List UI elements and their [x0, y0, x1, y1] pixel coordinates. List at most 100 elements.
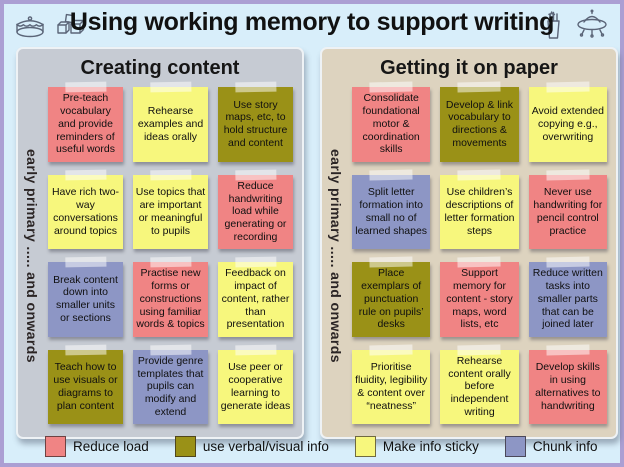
- sticky-note-text: Rehearse examples and ideas orally: [137, 105, 204, 143]
- color-legend: Reduce load use verbal/visual info Make …: [45, 435, 597, 457]
- sticky-note-text: Use children’s descriptions of letter fo…: [444, 186, 515, 237]
- sticky-note: Provide genre templates that pupils can …: [133, 344, 208, 424]
- sticky-note-text: Develop skills in using alternatives to …: [535, 361, 601, 412]
- sticky-note: Split letter formation into small no of …: [352, 169, 431, 249]
- legend-item-reduce-load: Reduce load: [45, 435, 149, 457]
- sticky-note-text: Split letter formation into small no of …: [355, 186, 428, 237]
- panel-title: Creating content: [80, 57, 240, 79]
- sticky-note-text: Reduce handwriting load while generating…: [224, 179, 287, 243]
- sticky-note-text: Have rich two-way conversations around t…: [51, 186, 120, 237]
- page-title: Using working memory to support writing: [69, 8, 555, 36]
- sticky-note-text: Practise new forms or constructions usin…: [136, 267, 205, 331]
- sticky-note: Have rich two-way conversations around t…: [48, 169, 123, 249]
- sticky-note: Pre-teach vocabulary and provide reminde…: [48, 81, 123, 162]
- cake-icon: [16, 16, 44, 38]
- side-label-early-primary: early primary ..... and onwards: [18, 81, 46, 431]
- sticky-note: Consolidate foundational motor & coordin…: [352, 81, 431, 162]
- sticky-note: Never use handwriting for pencil control…: [528, 169, 607, 249]
- tape-decoration: [546, 81, 590, 93]
- sticky-note-text: Consolidate foundational motor & coordin…: [362, 92, 420, 156]
- sticky-note: Use children’s descriptions of letter fo…: [440, 169, 519, 249]
- fries-cup-icon: [547, 11, 560, 39]
- sticky-note: Develop & link vocabulary to directions …: [440, 81, 519, 162]
- tape-decoration: [457, 344, 502, 355]
- legend-item-make-info-sticky: Make info sticky: [354, 435, 479, 457]
- tape-decoration: [369, 81, 413, 93]
- sticky-note: Support memory for content - story maps,…: [440, 256, 519, 337]
- side-label-early-primary: early primary ..... and onwards: [322, 81, 350, 431]
- tape-decoration: [149, 256, 192, 268]
- tape-decoration: [64, 344, 107, 355]
- tape-decoration: [457, 256, 502, 268]
- sticky-note: Teach how to use visuals or diagrams to …: [48, 344, 123, 424]
- tape-decoration: [64, 81, 107, 93]
- sticky-note: Rehearse examples and ideas orally: [133, 81, 208, 162]
- header-left-icons: [14, 11, 86, 39]
- panel-getting-it-on-paper: Getting it on paper early primary ..... …: [320, 47, 618, 439]
- sticky-note: Place exemplars of punctuation rule on p…: [352, 256, 431, 337]
- legend-swatch: [504, 435, 526, 457]
- tape-decoration: [64, 256, 107, 268]
- sticky-note: Use story maps, etc, to hold structure a…: [218, 81, 293, 162]
- side-label-text: early primary ..... and onwards: [328, 149, 344, 363]
- sticky-note-text: Prioritise fluidity, legibility & conten…: [355, 361, 428, 412]
- tape-decoration: [546, 169, 590, 180]
- tape-decoration: [149, 344, 192, 355]
- legend-item-verbal-visual: use verbal/visual info: [174, 435, 329, 457]
- sticky-note-text: Never use handwriting for pencil control…: [533, 186, 603, 237]
- sticky-note: Practise new forms or constructions usin…: [133, 256, 208, 337]
- sticky-note-text: Teach how to use visuals or diagrams to …: [53, 361, 118, 412]
- ufo-icon: [577, 9, 607, 38]
- sticky-note-text: Feedback on impact of content, rather th…: [221, 267, 290, 331]
- sugar-cubes-icon: [57, 13, 85, 34]
- sticky-note-text: Use peer or cooperative learning to gene…: [220, 361, 291, 412]
- tape-decoration: [149, 169, 192, 180]
- header-right-icons: [540, 9, 610, 41]
- legend-swatch: [354, 435, 376, 457]
- tape-decoration: [369, 169, 413, 180]
- legend-swatch: [45, 435, 66, 457]
- sticky-note-text: Pre-teach vocabulary and provide reminde…: [56, 92, 115, 156]
- sticky-note-text: Avoid extended copying e.g., overwriting: [531, 105, 604, 143]
- sticky-note-text: Use story maps, etc, to hold structure a…: [223, 98, 288, 150]
- legend-label: Chunk info: [532, 438, 598, 454]
- sticky-note: Prioritise fluidity, legibility & conten…: [352, 344, 431, 424]
- sticky-note: Use peer or cooperative learning to gene…: [218, 344, 293, 424]
- legend-label: Make info sticky: [382, 438, 479, 454]
- tape-decoration: [457, 169, 502, 180]
- sticky-note: Reduce written tasks into smaller parts …: [528, 256, 607, 337]
- sticky-note-text: Reduce written tasks into smaller parts …: [532, 267, 603, 331]
- sticky-note-text: Support memory for content - story maps,…: [446, 267, 513, 331]
- title-bar: [4, 4, 620, 46]
- legend-item-chunk-info: Chunk info: [504, 435, 598, 457]
- panel-title: Getting it on paper: [380, 57, 558, 79]
- tape-decoration: [234, 81, 277, 93]
- tape-decoration: [369, 344, 413, 355]
- sticky-note: Feedback on impact of content, rather th…: [218, 256, 293, 337]
- tape-decoration: [369, 256, 413, 268]
- sticky-note: Reduce handwriting load while generating…: [218, 169, 293, 249]
- legend-swatch: [174, 435, 196, 457]
- sticky-note-text: Place exemplars of punctuation rule on p…: [358, 267, 424, 331]
- tape-decoration: [234, 344, 277, 355]
- sticky-note: Use topics that are important or meaning…: [133, 169, 208, 249]
- tape-decoration: [234, 169, 277, 180]
- sticky-note: Rehearse content orally before independe…: [440, 344, 519, 424]
- sticky-note: Develop skills in using alternatives to …: [528, 344, 607, 424]
- sticky-note: Break content down into smaller units or…: [48, 256, 123, 337]
- legend-label: Reduce load: [73, 438, 149, 454]
- sticky-note-text: Use topics that are important or meaning…: [135, 186, 206, 237]
- tape-decoration: [546, 256, 590, 268]
- tape-decoration: [457, 81, 502, 93]
- tape-decoration: [64, 169, 107, 180]
- tape-decoration: [234, 256, 277, 268]
- tape-decoration: [546, 344, 590, 355]
- panel-creating-content: Creating content early primary ..... and…: [16, 47, 304, 439]
- sticky-note-text: Rehearse content orally before independe…: [448, 354, 511, 418]
- tape-decoration: [149, 81, 192, 93]
- sticky-note-text: Break content down into smaller units or…: [53, 273, 118, 325]
- sticky-note-text: Provide genre templates that pupils can …: [137, 354, 204, 418]
- notes-grid: Pre-teach vocabulary and provide reminde…: [48, 81, 293, 424]
- notes-grid: Consolidate foundational motor & coordin…: [352, 81, 607, 424]
- side-label-text: early primary ..... and onwards: [24, 149, 40, 363]
